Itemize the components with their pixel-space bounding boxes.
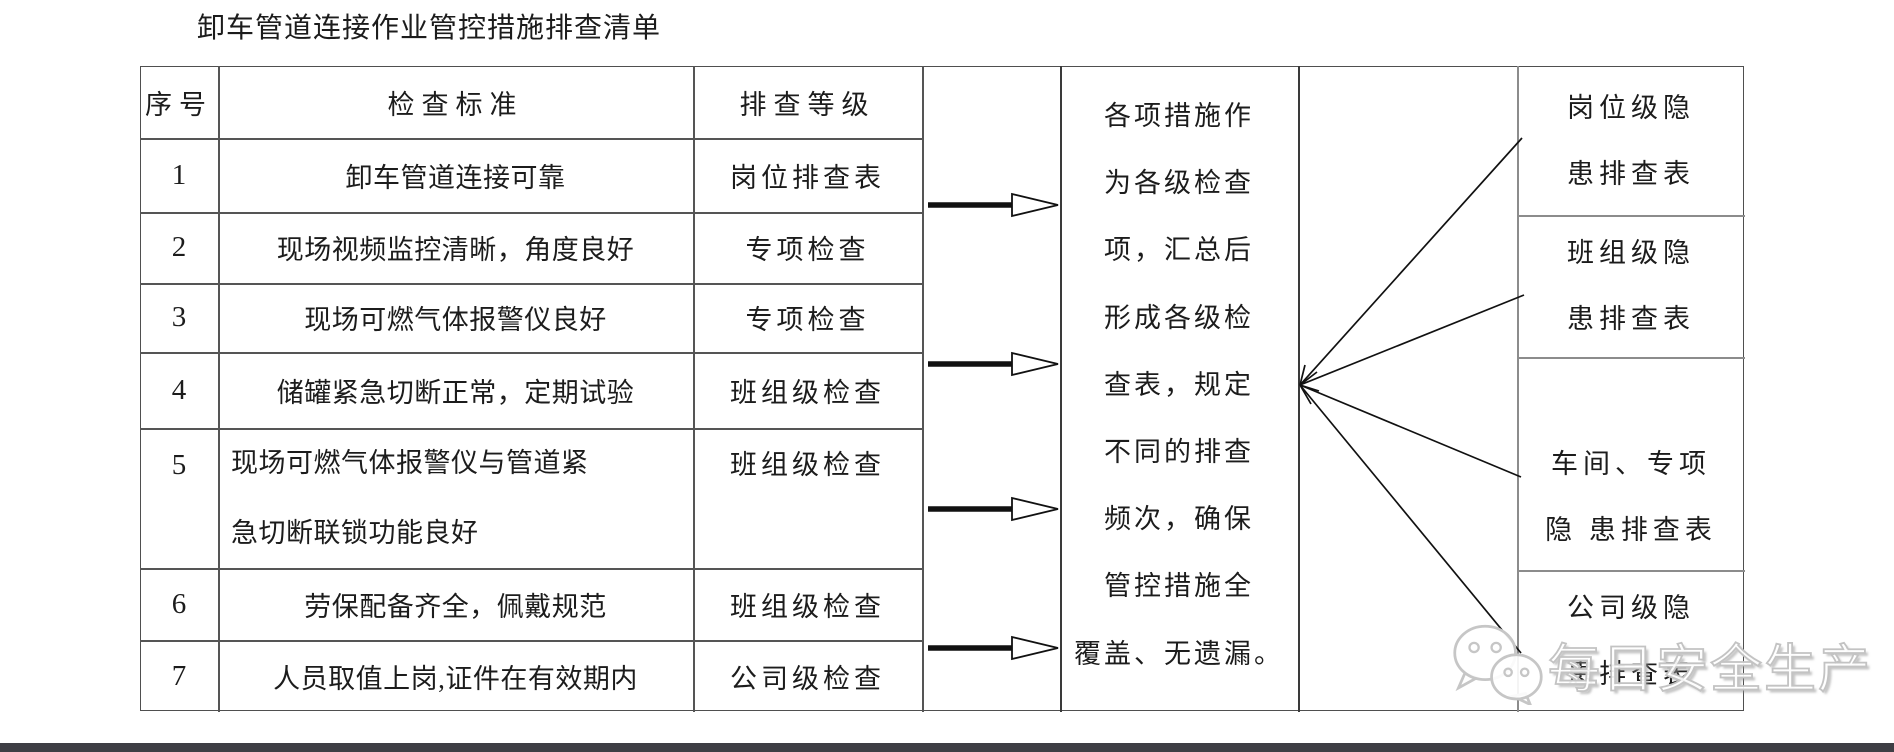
- output-box-divider: [1517, 357, 1745, 359]
- output-box-team-level: 班组级隐 患排查表: [1567, 238, 1695, 334]
- row-line: [140, 352, 922, 354]
- row-standard: 卸车管道连接可靠: [345, 162, 566, 193]
- row-standard: 储罐紧急切断正常，定期试验: [276, 377, 635, 408]
- summary-text-block: 各项措施作 为各级检查 项，汇总后 形成各级检 查表，规定 不同的排查 频次，确…: [1060, 66, 1298, 712]
- row-standard: 人员取值上岗,证件在有效期内: [273, 663, 638, 694]
- output-box-workshop-special: 车间、专项 隐 患排查表: [1545, 448, 1717, 545]
- output-box-company-level: 公司级隐 患排查表: [1567, 593, 1695, 689]
- row-no: 7: [171, 659, 187, 692]
- watermark: 每日安全生产: [1452, 614, 1872, 714]
- summary-line: 不同的排查: [1104, 436, 1254, 467]
- row-level: 班组级检查: [730, 591, 885, 622]
- row-level: 专项检查: [745, 235, 870, 265]
- row-no: 1: [171, 158, 187, 191]
- summary-line: 覆盖、无遗漏。: [1074, 638, 1284, 669]
- summary-line: 管控措施全: [1104, 571, 1254, 602]
- output-box-post-level: 岗位级隐 患排查表: [1567, 92, 1695, 189]
- row-line: [140, 212, 922, 214]
- summary-right-border: [1298, 66, 1300, 712]
- table-outer-border: [140, 66, 1744, 711]
- row-standard: 现场可燃气体报警仪与管道紧 急切断联锁功能良好: [231, 448, 589, 548]
- divider-standard-level: [693, 66, 695, 712]
- row-line: [140, 138, 922, 140]
- row-no: 5: [171, 449, 187, 481]
- header-no: 序号: [145, 89, 213, 120]
- summary-left-border: [1060, 66, 1062, 712]
- summary-line: 为各级检查: [1104, 168, 1254, 199]
- header-level: 排查等级: [739, 89, 876, 120]
- output-box-divider: [1517, 215, 1745, 217]
- row-line: [140, 568, 922, 570]
- row-standard: 现场视频监控清晰，角度良好: [276, 235, 635, 265]
- summary-line: 形成各级检: [1104, 302, 1254, 333]
- row-line: [140, 283, 922, 285]
- row-line: [140, 640, 922, 642]
- wechat-icon: [1453, 624, 1543, 705]
- row-standard: 劳保配备齐全，佩戴规范: [304, 591, 607, 622]
- bottom-bar: [0, 743, 1894, 752]
- watermark-text: 每日安全生产: [1547, 640, 1873, 700]
- row-level: 岗位排查表: [730, 162, 885, 193]
- row-level: 公司级检查: [730, 663, 885, 694]
- output-tables-column: 岗位级隐 患排查表 班组级隐 患排查表 车间、专项 隐 患排查表 公司级隐 患排…: [1517, 66, 1745, 712]
- page-title: 卸车管道连接作业管控措施排查清单: [197, 13, 662, 44]
- summary-line: 各项措施作: [1104, 101, 1254, 131]
- row-line: [140, 428, 922, 430]
- row-no: 2: [171, 231, 187, 263]
- row-level: 专项检查: [745, 305, 870, 335]
- row-no: 6: [171, 587, 187, 620]
- summary-line: 查表，规定: [1104, 369, 1254, 400]
- row-standard: 现场可燃气体报警仪良好: [304, 305, 607, 335]
- summary-line: 项，汇总后: [1104, 235, 1254, 266]
- output-box-divider: [1517, 570, 1745, 572]
- header-standard: 检查标准: [387, 89, 524, 120]
- row-level: 班组级检查: [730, 377, 885, 408]
- summary-line: 频次，确保: [1104, 504, 1254, 535]
- row-no: 3: [171, 301, 187, 333]
- row-level: 班组级检查: [730, 450, 885, 480]
- divider-level-arrows: [922, 66, 924, 712]
- divider-no-standard: [218, 66, 220, 712]
- row-no: 4: [171, 373, 187, 406]
